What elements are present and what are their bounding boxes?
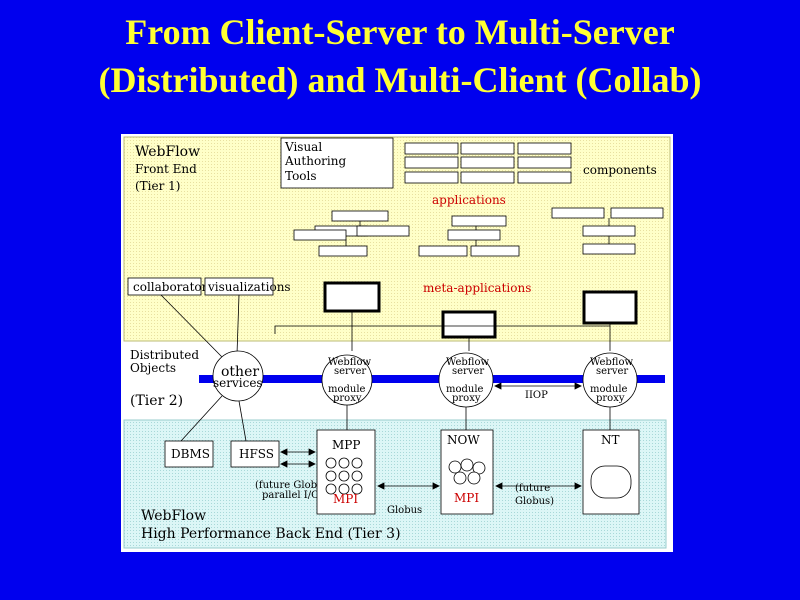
globus-arrow <box>377 482 440 490</box>
svg-text:Webflow: Webflow <box>446 357 489 368</box>
svg-text:Webflow: Webflow <box>590 357 633 368</box>
webflow-server-2: Webflow server module proxy <box>438 352 494 408</box>
svg-text:server: server <box>334 366 366 377</box>
visual-authoring-box <box>280 137 394 189</box>
now-label: NOW <box>447 433 480 447</box>
meta-app-box-left <box>323 281 381 313</box>
globus-label: Globus <box>387 505 422 516</box>
future-globus-io-line-2: parallel I/O) <box>262 490 323 501</box>
svg-text:Visual: Visual <box>284 140 322 154</box>
architecture-diagram: WebFlow Front End (Tier 1) Visual Author… <box>121 134 673 552</box>
hfss-label: HFSS <box>239 447 274 461</box>
svg-text:(Tier 2): (Tier 2) <box>130 393 183 409</box>
other-services-label-line-1: other <box>221 364 259 380</box>
svg-text:proxy: proxy <box>452 393 481 404</box>
tier1-connectors <box>160 294 611 358</box>
dbms-label: DBMS <box>171 447 210 461</box>
application-tree-middle <box>418 215 520 257</box>
mpp-nodes <box>325 457 363 495</box>
visual-authoring-label: Visual Authoring Tools <box>284 140 346 183</box>
svg-text:server: server <box>452 366 484 377</box>
webflow-server-3: Webflow server module proxy <box>582 352 638 408</box>
svg-text:Front End: Front End <box>135 162 197 176</box>
nt-label: NT <box>601 433 620 447</box>
svg-text:Objects: Objects <box>130 361 176 375</box>
svg-text:Webflow: Webflow <box>328 357 371 368</box>
svg-text:(Tier 1): (Tier 1) <box>135 179 181 193</box>
tier2-connectors <box>180 395 611 442</box>
svg-text:Tools: Tools <box>285 169 317 183</box>
mpi-label-now: MPI <box>454 491 479 505</box>
mpi-label-mpp: MPI <box>333 492 358 506</box>
meta-applications-label: meta-applications <box>423 281 531 295</box>
hfss-box <box>230 440 280 468</box>
nt-display-icon <box>590 465 632 499</box>
tier2-label: Distributed Objects (Tier 2) <box>130 348 199 409</box>
svg-text:proxy: proxy <box>333 393 362 404</box>
application-tree-right <box>551 207 664 255</box>
now-box <box>440 429 494 515</box>
visualizations-label: visualizations <box>207 280 291 294</box>
components-label: components <box>583 163 657 177</box>
svg-text:WebFlow: WebFlow <box>135 144 200 160</box>
svg-text:Authoring: Authoring <box>284 154 346 168</box>
future-globus-line-2: Globus) <box>515 496 554 507</box>
applications-label: applications <box>432 193 506 207</box>
other-services-node <box>212 350 264 402</box>
svg-text:module: module <box>590 384 628 395</box>
slide-title-line-2: (Distributed) and Multi-Client (Collab) <box>98 60 702 100</box>
now-nt-arrow <box>495 482 582 490</box>
tier1-label: WebFlow Front End (Tier 1) <box>135 144 200 193</box>
distributed-object-bus <box>199 375 665 383</box>
svg-text:Distributed: Distributed <box>130 348 199 362</box>
iiop-label: IIOP <box>525 390 548 401</box>
svg-text:proxy: proxy <box>596 393 625 404</box>
other-services-label-line-2: services <box>213 376 263 390</box>
now-nodes <box>448 458 486 485</box>
slide-title-line-1: From Client-Server to Multi-Server <box>125 12 675 52</box>
tier3-label-line-2: High Performance Back End (Tier 3) <box>141 526 401 542</box>
component-grid <box>404 142 572 184</box>
collaboratory-label: collaboratory <box>133 280 214 294</box>
dbms-box <box>164 440 214 468</box>
collaboratory-box <box>127 277 202 296</box>
future-globus-line-1: (future <box>515 483 550 494</box>
meta-app-box-middle <box>441 310 497 339</box>
meta-app-box-right <box>582 290 638 325</box>
future-globus-io-line-1: (future Globus <box>255 480 329 491</box>
application-tree-left <box>293 210 410 257</box>
svg-text:module: module <box>446 384 484 395</box>
iiop-arrow <box>494 382 582 390</box>
hfss-mpp-arrows <box>280 448 316 468</box>
svg-text:module: module <box>328 384 366 395</box>
tier3-label-line-1: WebFlow <box>141 508 206 524</box>
tier1-region <box>123 136 671 342</box>
mpp-label: MPP <box>332 438 360 452</box>
webflow-server-1: Webflow server module proxy <box>321 354 373 406</box>
svg-text:server: server <box>596 366 628 377</box>
